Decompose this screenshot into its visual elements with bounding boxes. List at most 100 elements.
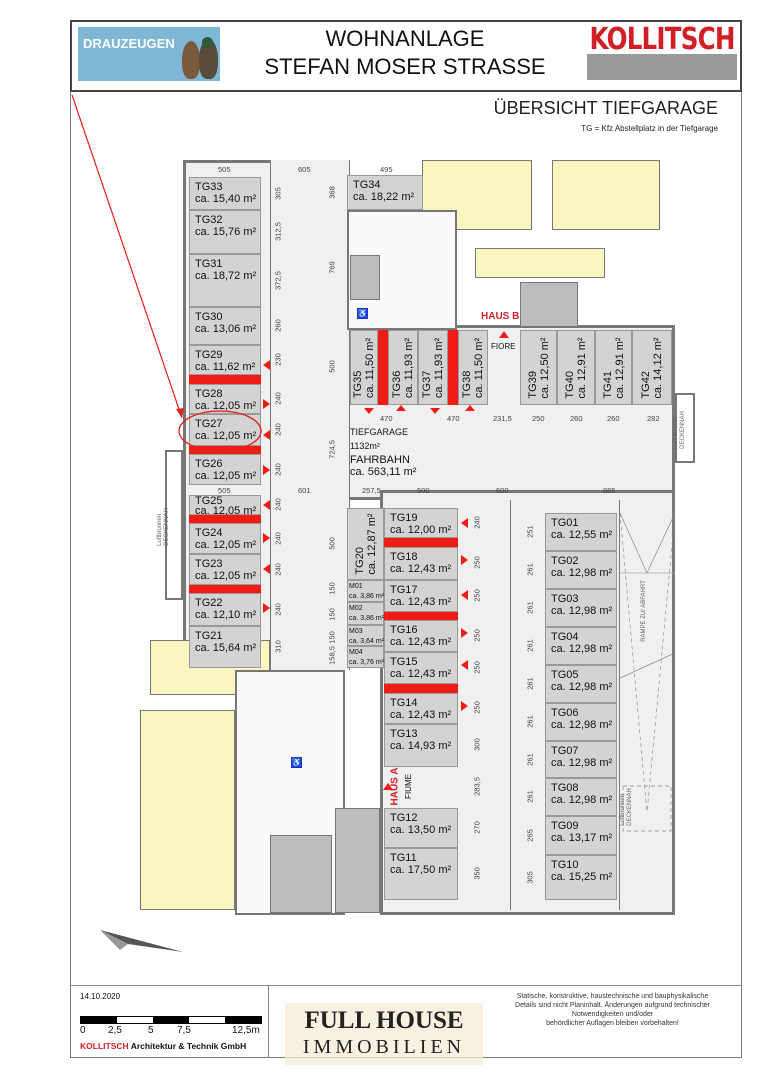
scale-label: 0 [80,1025,86,1036]
parking-spot-area: ca. 12,43 m² [390,563,452,575]
dimension-label: 231,5 [493,414,512,423]
entry-direction-arrow-icon [461,660,468,670]
parking-spot-area: ca. 12,87 m² [365,513,378,575]
parking-spot-number: TG31 [195,258,223,270]
kollitsch-logo-text: KOLLITSCH [589,26,735,57]
apartment-block [140,710,235,910]
elevator-accessible-icon: ♿ [357,308,368,319]
dimension-label: 250 [532,414,545,423]
apartment-block [475,248,605,278]
parking-spot-area: ca. 15,64 m² [195,642,257,654]
sheet-title: ÜBERSICHT TIEFGARAGE [493,98,718,118]
parking-spot-number: TG29 [195,349,223,361]
watermark-line1: FULL HOUSE [304,1007,464,1034]
dimension-label: 300 [472,738,482,751]
parking-spot-number: TG18 [390,551,418,563]
parking-spot-number: TG11 [390,852,417,864]
spot-divider-marker [378,330,388,405]
dimension-label: 260 [273,319,283,332]
spot-divider-marker [448,330,458,405]
dimension-label: 261 [525,639,535,652]
dimension-label: 240 [273,462,283,476]
footer-divider [70,985,742,986]
dimension-label: 251 [525,525,535,538]
parking-spot-area: ca. 12,05 m² [195,400,257,412]
kollitsch-logo-bar [587,54,737,80]
parking-spot-number: TG24 [195,527,223,539]
parking-spot-number: TG41 [601,370,614,399]
dimension-label: 230 [273,353,283,366]
parking-spot-area: ca. 11,50 m² [364,337,376,398]
dimension-label: 312,5 [273,222,283,241]
dimension-label: 250 [472,629,482,642]
parking-spot-number: TG23 [195,558,223,570]
parking-spot-number: TG12 [390,812,418,824]
duck-head-icon [202,37,213,48]
dimension-label: 885 [603,486,616,495]
entry-direction-arrow-icon [263,564,270,574]
parking-spot-area: ca. 12,43 m² [390,596,452,608]
technical-room [335,808,380,913]
haus-b-label: HAUS B [481,311,520,322]
dimension-label: 310 [273,640,283,653]
duck-icon [199,39,218,79]
air-well-label-2: DECKENNAH [163,508,170,546]
parking-spot-area: ca. 12,91 m² [576,336,588,399]
dimension-label: 500 [327,537,337,550]
entry-direction-arrow-icon [263,360,270,370]
dimension-label: 505 [218,165,231,174]
full-house-watermark: FULL HOUSE IMMOBILIEN [285,1003,483,1065]
dimension-label: 305 [273,186,283,200]
dimension-label: 150 [327,608,337,621]
dimension-label: 261 [525,790,535,803]
